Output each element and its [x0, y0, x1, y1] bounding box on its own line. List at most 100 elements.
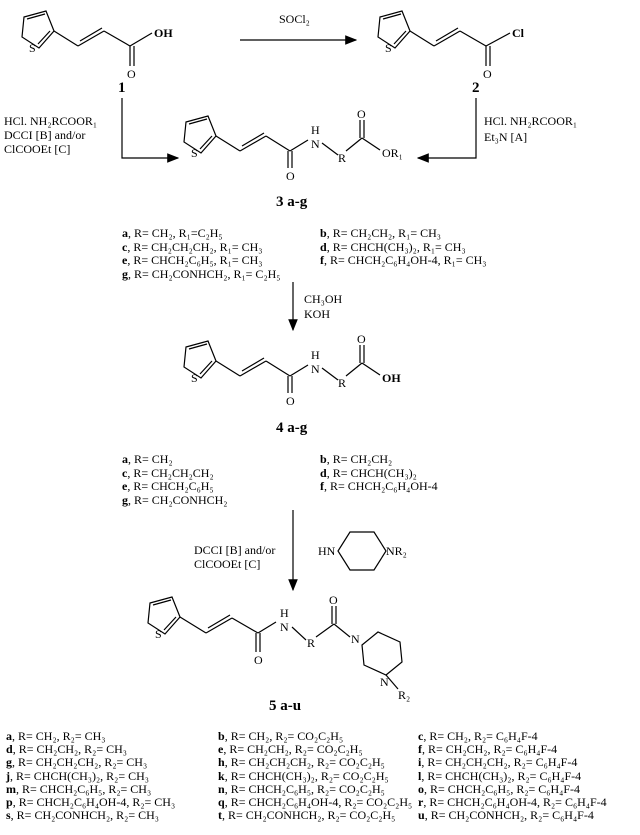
- compound-2-structure: [377, 10, 511, 66]
- compound-5-structure: [147, 596, 403, 690]
- substituent-definition: , R= CH₂CONHCH₂, R₁= C₂H₅: [128, 266, 281, 281]
- substituent-letter: q: [218, 795, 225, 809]
- reagent-hcl-amino-ester-left: HCl. NH₂RCOOR₁: [4, 114, 98, 128]
- arrow-2-to-3: [416, 98, 477, 163]
- substituent-letter: h: [218, 755, 225, 770]
- reagent-ch3oh: CH₃OH: [304, 292, 343, 306]
- h-atom-3: H: [311, 123, 320, 137]
- substituent-entry: c, R= CH₂CH₂CH₂, R₁= CH₃: [122, 240, 262, 254]
- substituent-entry: d, R= CH₂CH₂, R₂= CH₃: [6, 742, 127, 756]
- compound-label-2: 2: [472, 80, 480, 96]
- substituent-definition: , R= CH₂CH₂CH₂, R₂= C₆H₄F-4: [421, 755, 578, 770]
- substituent-letter: g: [122, 266, 128, 281]
- substituent-entry: e, R= CHCH₂C₆H₅: [122, 479, 214, 493]
- substituent-entry: e, R= CH₂CH₂, R₂= CO₂C₂H₅: [218, 742, 363, 756]
- or1-label-3: OR₁: [382, 146, 403, 160]
- arrow-1-to-3: [121, 98, 180, 163]
- substituent-definition: , R= CHCH₂C₆H₄OH-4, R₂= CH₃: [12, 795, 176, 809]
- hydroxyl-label-4: OH: [382, 371, 401, 385]
- substituent-letter: b: [218, 729, 225, 743]
- chlorine-label-2: Cl: [512, 26, 524, 40]
- substituent-definition: , R= CH₂CH₂, R₁= CH₃: [326, 226, 441, 240]
- substituent-definition: , R= CHCH(CH₃)₂, R₁= CH₃: [326, 239, 466, 254]
- reagent-dcci-b-2: DCCI [B] and/or: [194, 543, 276, 557]
- substituent-letter: i: [418, 755, 422, 770]
- substituent-definition: , R= CH₂CH₂, R₂= CO₂C₂H₅: [223, 742, 363, 757]
- reagent-socl2: SOCl₂: [279, 12, 310, 26]
- reagent-clcooet-c: ClCOOEt [C]: [4, 142, 71, 156]
- reagent-hcl-amino-ester-right: HCl. NH₂RCOOR₁: [484, 114, 578, 128]
- oxygen-atom-2: O: [483, 67, 492, 81]
- substituent-definition: , R= CH₂, R₂= C₆H₄F-4: [423, 729, 538, 743]
- substituent-definition: , R= CHCH(CH₃)₂: [326, 465, 417, 480]
- compound-4-structure: [183, 340, 381, 393]
- h-atom-4: H: [311, 348, 320, 362]
- substituent-entry: b, R= CH₂CH₂: [320, 452, 392, 466]
- substituent-entry: c, R= CH₂, R₂= C₆H₄F-4: [418, 729, 538, 743]
- reagent-clcooet-c-2: ClCOOEt [C]: [194, 557, 261, 571]
- substituent-entry: e, R= CHCH₂C₆H₅, R₁= CH₃: [122, 253, 262, 267]
- substituent-definition: , R= CH₂CH₂CH₂, R₂= CH₃: [12, 755, 148, 770]
- piperazine-reagent-structure: [337, 531, 387, 571]
- piperazine-n4-5: N: [380, 675, 389, 689]
- substituent-letter: e: [122, 253, 128, 267]
- substituent-entry: f, R= CH₂CH₂, R₂= C₆H₄F-4: [418, 742, 557, 756]
- sulfur-atom-5: S: [155, 627, 162, 641]
- compound-3-structure: [183, 115, 381, 168]
- substituent-letter: b: [320, 452, 327, 466]
- substituent-entry: g, R= CH₂CONHCH₂, R₁= C₂H₅: [122, 267, 280, 281]
- substituent-letter: k: [218, 768, 225, 783]
- substituent-letter: a: [6, 729, 12, 743]
- compound-label-1: 1: [118, 80, 126, 96]
- r-label-4: R: [338, 376, 347, 390]
- substituent-definition: , R= CHCH₂C₆H₄OH-4, R₂= C₆H₄F-4: [423, 795, 607, 809]
- substituent-definition: , R= CH₂CONHCH₂, R₂= C₆H₄F-4: [424, 808, 594, 823]
- substituent-entry: k, R= CHCH(CH₃)₂, R₂= CO₂C₂H₅: [218, 769, 389, 783]
- substituent-letter: b: [320, 226, 327, 240]
- substituent-letter: o: [418, 781, 424, 796]
- substituent-definition: , R= CH₂CONHCH₂, R₂= CO₂C₂H₅: [222, 808, 396, 823]
- substituent-entry: f, R= CHCH₂C₆H₄OH-4, R₁= CH₃: [320, 253, 486, 267]
- substituent-entry: l, R= CHCH(CH₃)₂, R₂= C₆H₄F-4: [418, 769, 581, 783]
- substituent-letter: j: [6, 768, 10, 783]
- substituent-entry: p, R= CHCH₂C₆H₄OH-4, R₂= CH₃: [6, 795, 175, 809]
- oxygen-atom-5: O: [254, 653, 263, 667]
- substituent-definition: , R= CHCH₂C₆H₅: [127, 479, 214, 493]
- sulfur-atom-3: S: [191, 146, 198, 160]
- substituent-definition: , R= CHCH₂C₆H₅, R₁= CH₃: [127, 253, 263, 267]
- substituent-definition: , R= CHCH(CH₃)₂, R₂= C₆H₄F-4: [421, 768, 582, 783]
- substituent-letter: f: [418, 742, 422, 757]
- substituent-letter: e: [218, 742, 224, 757]
- substituent-entry: o, R= CHCH₂C₆H₅, R₂= C₆H₄F-4: [418, 782, 580, 796]
- substituent-entry: q, R= CHCH₂C₆H₄OH-4, R₂= CO₂C₂H₅: [218, 795, 412, 809]
- substituent-entry: a, R= CH₂, R₂= CH₃: [6, 729, 105, 743]
- substituent-definition: , R= CH₂CH₂CH₂, R₁= CH₃: [127, 239, 263, 254]
- substituent-letter: e: [122, 479, 128, 493]
- substituent-definition: , R= CHCH(CH₃)₂, R₂= CO₂C₂H₅: [224, 768, 389, 783]
- substituent-entry: r, R= CHCH₂C₆H₄OH-4, R₂= C₆H₄F-4: [418, 795, 607, 809]
- sulfur-atom-1: S: [29, 41, 36, 55]
- substituent-entry: g, R= CH₂CH₂CH₂, R₂= CH₃: [6, 755, 147, 769]
- substituent-entry: a, R= CH₂, R₁=C₂H₅: [122, 226, 223, 240]
- substituent-letter: c: [122, 465, 128, 480]
- compound-1-structure: [21, 10, 153, 66]
- substituent-definition: , R= CH₂, R₂= CO₂C₂H₅: [224, 729, 344, 743]
- substituent-definition: , R= CHCH₂C₆H₄OH-4, R₂= CO₂C₂H₅: [224, 795, 413, 809]
- substituent-letter: c: [418, 729, 424, 743]
- substituent-letter: u: [418, 808, 425, 823]
- piperazine-nr2-label: NR₂: [386, 544, 407, 558]
- substituent-entry: c, R= CH₂CH₂CH₂: [122, 466, 214, 480]
- reagent-dcci-b: DCCI [B] and/or: [4, 128, 86, 142]
- oxygen-atom-3: O: [286, 169, 295, 183]
- substituent-letter: s: [6, 808, 11, 823]
- substituent-entry: d, R= CHCH(CH₃)₂: [320, 466, 417, 480]
- oxygen-atom-1: O: [127, 67, 136, 81]
- substituent-definition: , R= CH₂CONHCH₂: [128, 492, 228, 507]
- carbonyl-oxygen-5: O: [329, 593, 338, 607]
- carbonyl-oxygen-3: O: [357, 107, 366, 121]
- substituent-definition: , R= CH₂, R₂= CH₃: [12, 729, 106, 743]
- substituent-definition: , R= CH₂: [128, 452, 173, 466]
- n-atom-5: N: [280, 620, 289, 634]
- substituent-letter: g: [122, 492, 128, 507]
- substituent-definition: , R= CH₂CONHCH₂, R₂= CH₃: [10, 808, 159, 823]
